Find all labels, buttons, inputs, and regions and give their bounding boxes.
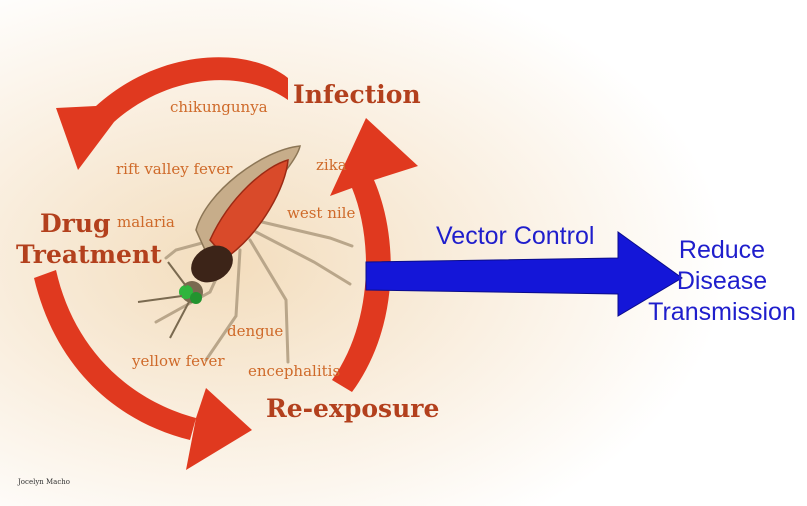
disease-yellow-fever: yellow fever bbox=[132, 352, 225, 370]
disease-zika: zika bbox=[316, 156, 347, 174]
outcome-line1: Reduce bbox=[640, 235, 804, 266]
disease-chikungunya: chikungunya bbox=[170, 98, 268, 116]
outcome-label: Reduce Disease Transmission bbox=[640, 235, 804, 328]
outcome-line3: Transmission bbox=[640, 297, 804, 328]
outcome-line2: Disease bbox=[640, 266, 804, 297]
stage-re-exposure: Re-exposure bbox=[266, 394, 439, 423]
stage-drug-treatment-line1: Drug bbox=[40, 209, 111, 238]
author-credit: Jocelyn Macho bbox=[18, 478, 70, 486]
disease-dengue: dengue bbox=[227, 322, 283, 340]
disease-west-nile: west nile bbox=[287, 204, 355, 222]
stage-drug-treatment-line2: Treatment bbox=[16, 240, 162, 269]
disease-malaria: malaria bbox=[117, 213, 175, 231]
intervention-label: Vector Control bbox=[436, 222, 594, 251]
disease-encephalitis: encephalitis bbox=[248, 362, 340, 380]
disease-rift-valley-fever: rift valley fever bbox=[116, 160, 232, 178]
stage-infection: Infection bbox=[293, 80, 421, 109]
